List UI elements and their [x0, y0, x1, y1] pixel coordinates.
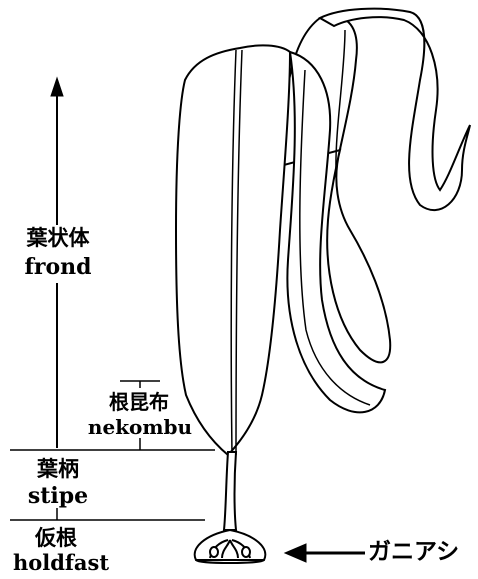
nekombu-label-en: nekombu: [82, 417, 198, 437]
stipe-label-en: stipe: [16, 485, 100, 507]
ganiashi-arrow: [285, 544, 365, 562]
frond-label-jp: 葉状体: [22, 228, 94, 249]
frond-blade: [176, 9, 470, 455]
stipe-label-jp: 葉柄: [20, 459, 96, 480]
frond-label-en: frond: [18, 256, 98, 278]
holdfast-label-en: holdfast: [0, 552, 122, 573]
holdfast-label-jp: 仮根: [16, 528, 96, 549]
nekombu-label-jp: 根昆布: [98, 392, 180, 412]
ganiashi-label: ガニアシ: [368, 541, 472, 564]
stipe-shape: [224, 452, 236, 530]
holdfast-shape: [195, 530, 266, 563]
